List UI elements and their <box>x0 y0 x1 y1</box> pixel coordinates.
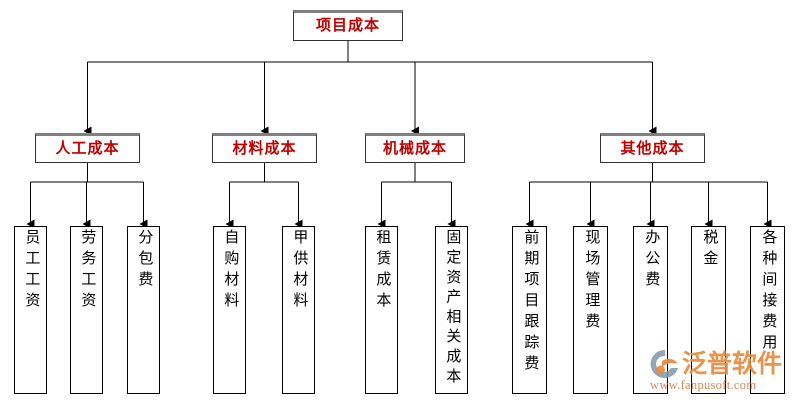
node-leaf-1-2[interactable]: 劳务工资 <box>70 226 103 394</box>
node-leaf-2-2-label: 甲供材料 <box>291 229 308 313</box>
node-branch-2-label: 材料成本 <box>232 140 297 157</box>
node-leaf-2-2[interactable]: 甲供材料 <box>282 226 315 394</box>
node-leaf-4-1-label: 前期项目跟踪费 <box>522 229 539 376</box>
node-leaf-3-2[interactable]: 固定资产相关成本 <box>435 226 468 394</box>
node-leaf-4-2[interactable]: 现场管理费 <box>573 226 608 394</box>
node-leaf-4-4[interactable]: 税金 <box>691 226 726 394</box>
node-leaf-3-1-label: 租赁成本 <box>374 229 391 313</box>
node-root-project-cost[interactable]: 项目成本 <box>293 10 403 41</box>
node-leaf-3-2-label: 固定资产相关成本 <box>444 229 461 388</box>
node-leaf-4-3-label: 办公费 <box>643 229 660 292</box>
node-leaf-1-1[interactable]: 员工工资 <box>14 226 47 394</box>
node-leaf-4-2-label: 现场管理费 <box>583 229 600 334</box>
node-branch-4-label: 其他成本 <box>620 140 685 157</box>
node-branch-1-label: 人工成本 <box>55 140 120 157</box>
node-leaf-4-4-label: 税金 <box>701 229 718 271</box>
node-leaf-4-5-label: 各种间接费用 <box>760 229 777 355</box>
node-leaf-3-1[interactable]: 租赁成本 <box>365 226 398 394</box>
node-leaf-1-1-label: 员工工资 <box>23 229 40 313</box>
node-leaf-2-1[interactable]: 自购材料 <box>213 226 246 394</box>
node-root-label: 项目成本 <box>315 18 380 34</box>
node-leaf-4-1[interactable]: 前期项目跟踪费 <box>512 226 547 394</box>
node-branch-4[interactable]: 其他成本 <box>600 133 705 163</box>
node-branch-3[interactable]: 机械成本 <box>365 133 465 163</box>
node-branch-1[interactable]: 人工成本 <box>35 133 140 163</box>
node-leaf-2-1-label: 自购材料 <box>222 229 239 313</box>
node-leaf-4-3[interactable]: 办公费 <box>633 226 668 394</box>
node-branch-3-label: 机械成本 <box>382 140 447 157</box>
node-leaf-1-3[interactable]: 分包费 <box>127 226 160 394</box>
node-leaf-4-5[interactable]: 各种间接费用 <box>750 226 785 394</box>
node-branch-2[interactable]: 材料成本 <box>212 133 317 163</box>
node-leaf-1-3-label: 分包费 <box>136 229 153 292</box>
node-leaf-1-2-label: 劳务工资 <box>79 229 96 313</box>
